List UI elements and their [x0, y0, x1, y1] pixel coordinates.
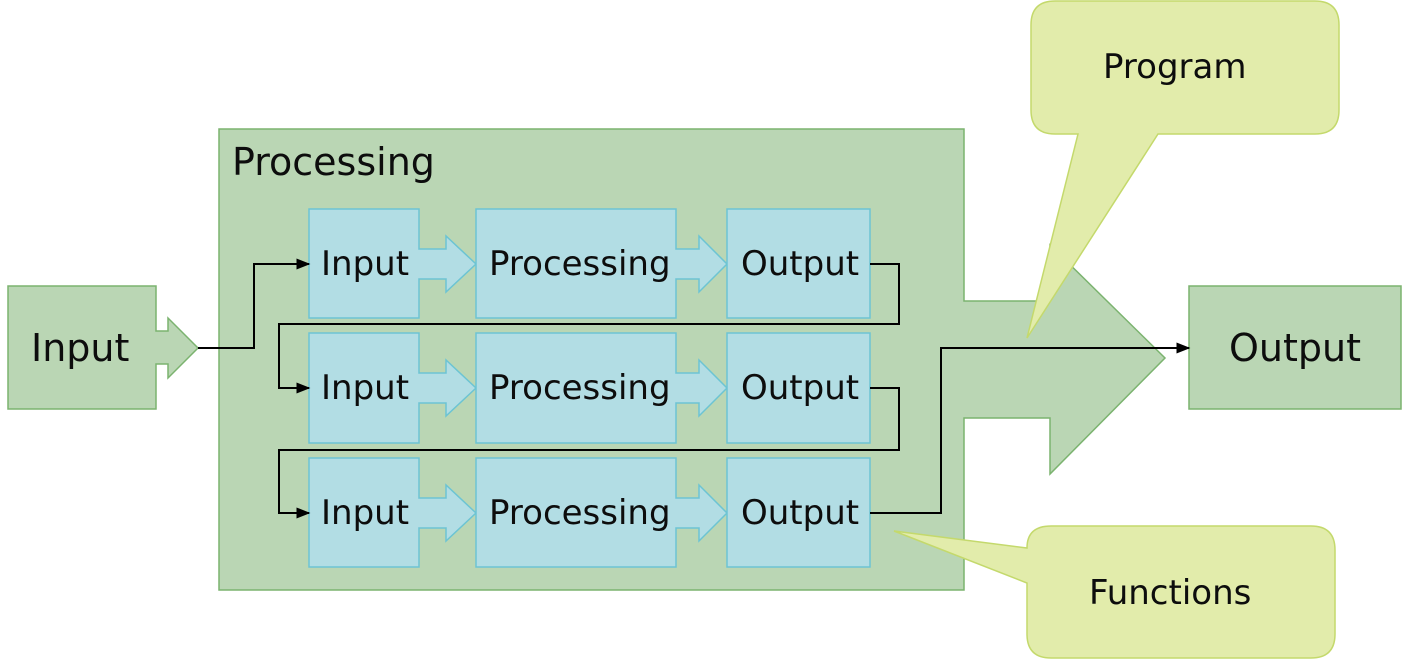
- row3-input-label: Input: [321, 493, 410, 533]
- outer-output-shape: [1188, 285, 1402, 410]
- row1-output-shape: [726, 208, 871, 319]
- row3-processing-label: Processing: [489, 493, 671, 533]
- row2-output-shape: [726, 332, 871, 444]
- row2-output-label: Output: [741, 368, 860, 408]
- row1-input-label: Input: [321, 244, 410, 284]
- outer-output-label: Output: [1229, 326, 1361, 370]
- outer-input-label: Input: [31, 326, 130, 370]
- program-box-title: Processing: [232, 140, 435, 184]
- row2-processing-shape: [475, 332, 729, 444]
- row1-input-shape: [308, 208, 478, 319]
- connector-row2-to-row3: [278, 387, 900, 519]
- program-callout-shape: [1026, 0, 1340, 339]
- row3-output-label: Output: [741, 493, 860, 533]
- row2-input-shape: [308, 332, 478, 444]
- row3-processing-shape: [475, 457, 729, 568]
- row3-input-shape: [308, 457, 478, 568]
- row1-output-label: Output: [741, 244, 860, 284]
- connector-row3-to-output: [870, 342, 1191, 514]
- connector-input-to-row1: [198, 258, 311, 349]
- row3-output-shape: [726, 457, 871, 568]
- connector-row1-to-row2: [278, 263, 900, 394]
- row2-input-label: Input: [321, 368, 410, 408]
- row1-processing-shape: [475, 208, 729, 319]
- row1-processing-label: Processing: [489, 244, 671, 284]
- functions-callout-shape: [893, 525, 1336, 659]
- functions-callout-label: Functions: [1089, 573, 1252, 613]
- outer-input-shape: [7, 285, 200, 410]
- row2-processing-label: Processing: [489, 368, 671, 408]
- program-callout-label: Program: [1103, 47, 1247, 87]
